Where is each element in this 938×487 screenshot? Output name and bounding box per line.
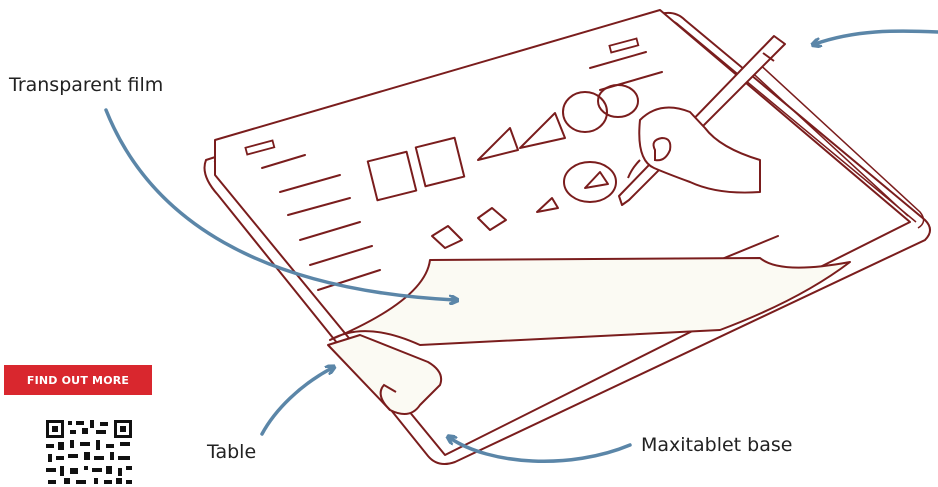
label-maxitablet-base: Maxitablet base xyxy=(641,434,793,456)
find-out-more-button[interactable]: FIND OUT MORE xyxy=(4,365,152,395)
arrow-table xyxy=(260,368,332,436)
worksheet xyxy=(214,9,911,456)
qr-code-icon[interactable] xyxy=(44,418,134,487)
label-table: Table xyxy=(207,441,257,463)
arrow-stylus xyxy=(815,29,938,44)
label-transparent-film: Transparent film xyxy=(9,74,164,96)
transparent-film xyxy=(327,257,851,415)
arrow-maxitablet-base xyxy=(450,438,632,463)
arrow-transparent-film xyxy=(104,108,455,300)
callout-arrows xyxy=(104,29,938,463)
stylus-and-hand xyxy=(618,35,786,206)
